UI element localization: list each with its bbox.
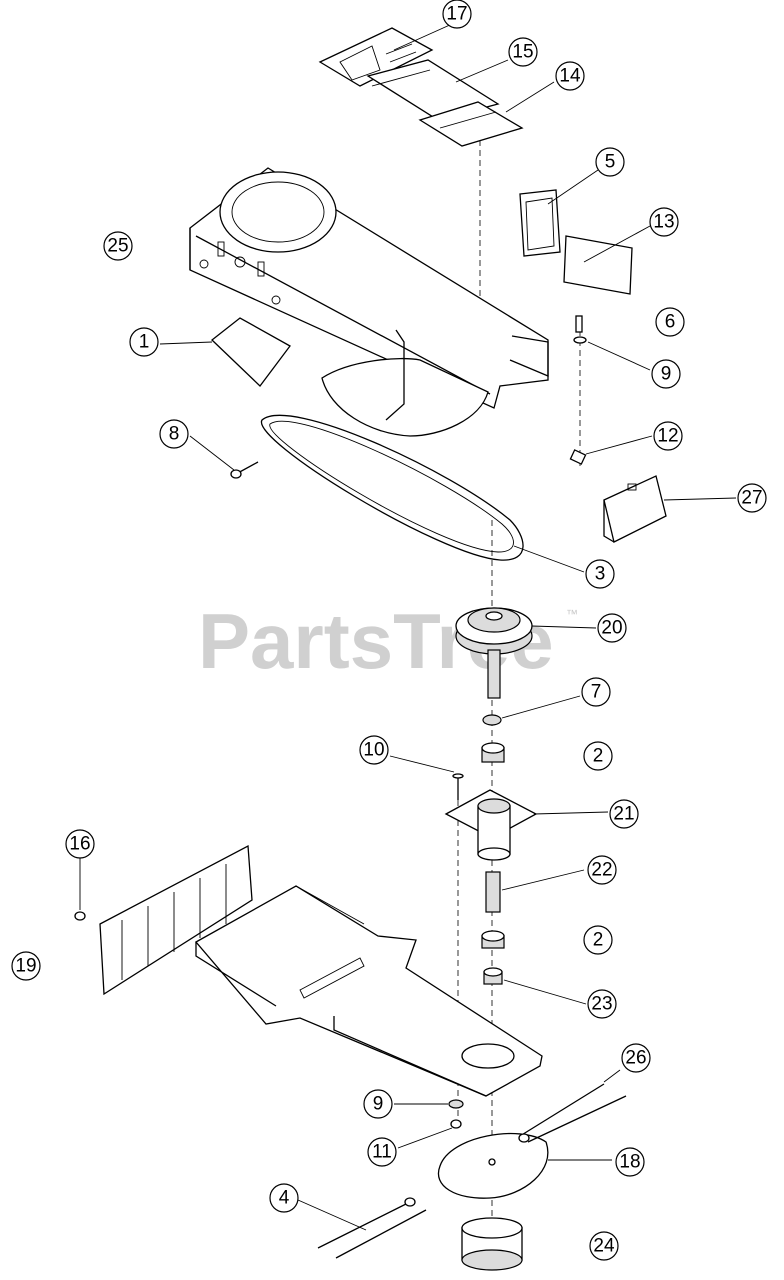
callout-17: 17 [442, 0, 472, 29]
callout-13: 13 [649, 207, 679, 237]
side-panel-19 [99, 844, 253, 996]
callout-label: 20 [601, 618, 622, 639]
callout-9-bottom: 9 [363, 1089, 393, 1119]
blade-plate-18 [437, 1132, 549, 1199]
callout-1: 1 [129, 327, 159, 357]
nut-11 [450, 1119, 462, 1129]
nut-12 [569, 449, 587, 465]
callout-5: 5 [595, 147, 625, 177]
callout-label: 21 [613, 804, 634, 825]
callout-label: 10 [363, 740, 384, 761]
callout-14: 14 [555, 61, 585, 91]
callout-2-lower: 2 [583, 925, 613, 955]
screw-9-top [573, 315, 587, 344]
spacer-22 [485, 871, 501, 913]
leader-lines [79, 23, 737, 1231]
watermark-trademark: ™ [566, 607, 578, 621]
callout-label: 26 [625, 1048, 646, 1069]
pins-4 [317, 1197, 427, 1259]
callout-24: 24 [589, 1231, 619, 1261]
callout-12: 12 [653, 421, 683, 451]
washer-9-bottom [448, 1099, 464, 1109]
callout-9-top: 9 [651, 359, 681, 389]
bracket-27 [603, 475, 667, 543]
decal-17 [318, 27, 434, 87]
callout-label: 9 [373, 1094, 384, 1115]
callout-2-upper: 2 [583, 741, 613, 771]
callout-21: 21 [609, 799, 639, 829]
callout-6: 6 [655, 307, 685, 337]
callout-label: 4 [279, 1188, 290, 1209]
decal-15 [366, 59, 500, 121]
screw-8 [230, 461, 259, 479]
callout-label: 22 [591, 860, 612, 881]
callout-label: 24 [593, 1236, 615, 1257]
callout-3: 3 [585, 559, 615, 589]
decal-14 [418, 101, 524, 147]
callout-11: 11 [367, 1137, 397, 1167]
bearing-2-lower [481, 930, 505, 949]
callout-label: 27 [741, 488, 762, 509]
callout-label: 2 [593, 930, 604, 951]
callout-label: 8 [169, 424, 180, 445]
belt-cover-housing [189, 167, 549, 409]
callout-label: 13 [653, 212, 674, 233]
callout-label: 12 [657, 426, 678, 447]
callout-label: 23 [591, 994, 612, 1015]
decal-1 [211, 317, 291, 387]
callout-label: 18 [619, 1152, 640, 1173]
callout-label: 2 [593, 746, 604, 767]
frame-base [194, 885, 543, 1097]
callout-25: 25 [103, 231, 133, 261]
callout-label: 1 [139, 332, 150, 353]
washer-7 [482, 714, 502, 726]
callout-10: 10 [359, 735, 389, 765]
bolt-10 [452, 773, 464, 800]
callout-label: 25 [107, 236, 128, 257]
v-belt-3 [261, 414, 524, 561]
callout-label: 14 [559, 66, 581, 87]
washer-23 [483, 967, 503, 985]
callout-label: 9 [661, 364, 672, 385]
callout-label: 5 [605, 152, 616, 173]
callout-label: 11 [372, 1142, 392, 1163]
callout-label: 3 [595, 564, 606, 585]
callout-16: 16 [65, 829, 95, 859]
callout-label: 7 [591, 682, 602, 703]
callout-8: 8 [159, 419, 189, 449]
callout-label: 19 [15, 956, 36, 977]
decal-13 [563, 235, 633, 295]
decal-5 [519, 189, 561, 257]
callout-label: 15 [512, 42, 533, 63]
callout-4: 4 [269, 1183, 299, 1213]
callout-26: 26 [621, 1043, 651, 1073]
callout-label: 17 [446, 4, 467, 25]
bearing-housing-21 [444, 789, 538, 861]
bearing-2-upper [481, 742, 505, 763]
foot-24 [461, 1217, 523, 1271]
callout-23: 23 [587, 989, 617, 1019]
callout-label: 6 [665, 312, 676, 333]
callout-18: 18 [615, 1147, 645, 1177]
callout-22: 22 [587, 855, 617, 885]
callout-label: 16 [69, 834, 90, 855]
callout-19: 19 [11, 951, 41, 981]
callout-20: 20 [597, 613, 627, 643]
callout-7: 7 [581, 677, 611, 707]
pulley-20 [455, 607, 533, 699]
callout-27: 27 [737, 483, 767, 513]
callout-15: 15 [508, 37, 538, 67]
pins-26 [518, 1083, 627, 1143]
bolt-16 [74, 911, 86, 921]
belt-guard-plate [321, 329, 489, 437]
